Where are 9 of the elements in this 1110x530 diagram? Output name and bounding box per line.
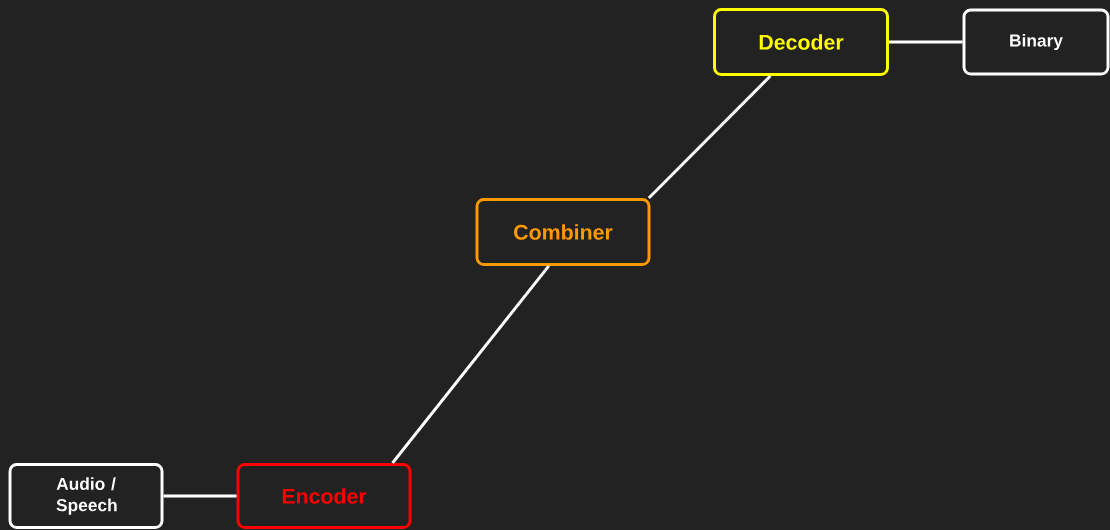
connector-line xyxy=(888,40,963,44)
process-box: Combiner xyxy=(475,198,651,266)
process-box: Decoder xyxy=(713,8,889,76)
connector-line xyxy=(647,74,772,200)
connector-line xyxy=(163,494,237,498)
process-box: Encoder xyxy=(236,463,412,529)
connector-line xyxy=(391,265,550,464)
process-box: Audio / Speech xyxy=(8,463,164,529)
process-box: Binary xyxy=(962,8,1110,76)
